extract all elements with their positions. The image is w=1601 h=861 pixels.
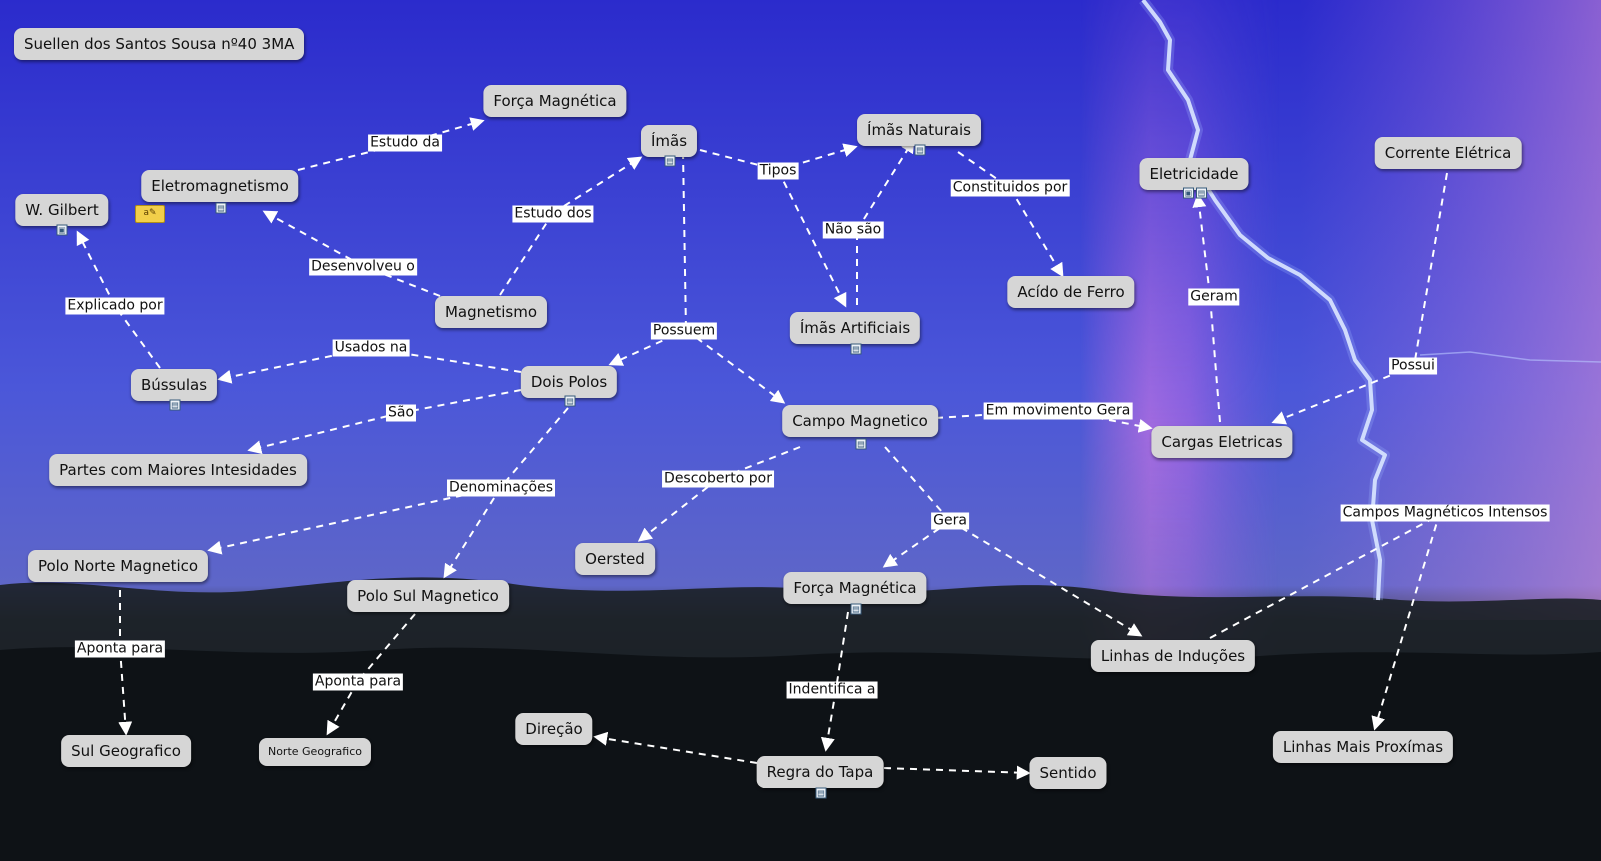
link-possui: Possui [1389, 357, 1437, 375]
node-bussulas[interactable]: Bússulas [130, 369, 218, 401]
image-icon: ▣ [1183, 187, 1194, 199]
image-icon: ▣ [56, 224, 68, 236]
link-aponta-para-norte: Aponta para [74, 640, 166, 658]
link-estudo-dos: Estudo dos [512, 205, 594, 223]
node-oersted[interactable]: Oersted [575, 543, 655, 575]
node-imas-naturais[interactable]: Ímãs Naturais [857, 114, 981, 146]
link-geram: Geram [1188, 288, 1240, 306]
resource-icon-campo-magnetico[interactable]: ▤ [855, 438, 867, 450]
node-polo-norte-magnetico[interactable]: Polo Norte Magnetico [27, 550, 209, 582]
node-polo-sul-magnetico[interactable]: Polo Sul Magnetico [347, 580, 509, 612]
node-linhas-mais-proximas[interactable]: Linhas Mais Proxímas [1272, 731, 1454, 763]
link-possuem: Possuem [650, 322, 718, 340]
node-eletricidade[interactable]: Eletricidade [1139, 158, 1249, 190]
resource-icon-dois-polos[interactable]: ▤ [564, 395, 576, 407]
node-eletromagnetismo[interactable]: Eletromagnetismo [141, 170, 299, 202]
resource-icon-forca-magnetica[interactable]: ▤ [850, 603, 862, 615]
resource-icon-eletromagnetismo[interactable]: ▤ [215, 202, 227, 214]
document-icon: ▤ [169, 399, 181, 411]
note-icon[interactable]: a✎ [135, 205, 165, 223]
link-desenvolveu-o: Desenvolveu o [309, 258, 417, 276]
document-icon: ▤ [855, 438, 867, 450]
node-linhas-de-inducoes[interactable]: Linhas de Induções [1090, 640, 1256, 672]
resource-icon-w-gilbert[interactable]: ▣ [56, 224, 68, 236]
node-forca-magnetica-bottom[interactable]: Força Magnética [783, 572, 927, 604]
resource-icon-imas[interactable]: ▤ [664, 155, 676, 167]
link-descoberto-por: Descoberto por [662, 470, 774, 488]
node-sul-geografico[interactable]: Sul Geografico [61, 735, 191, 767]
resource-icon-regra-do-tapa[interactable]: ▤ [815, 787, 827, 799]
link-nao-sao: Não são [822, 221, 884, 239]
link-estudo-da: Estudo da [368, 134, 442, 152]
resource-icon-bussulas[interactable]: ▤ [169, 399, 181, 411]
resource-icon-eletricidade[interactable]: ▣▤ [1183, 187, 1207, 199]
link-denominacoes: Denominações [447, 479, 555, 497]
document-icon: ▤ [564, 395, 576, 407]
author-title[interactable]: Suellen dos Santos Sousa nº40 3MA [14, 28, 305, 60]
node-imas-artificiais[interactable]: Ímãs Artificiais [789, 312, 921, 344]
link-campos-magneticos-intensos: Campos Magnéticos Intensos [1340, 504, 1550, 522]
link-tipos: Tipos [757, 162, 799, 180]
resource-icon-imas-artificiais[interactable]: ▤ [850, 343, 862, 355]
node-corrente-eletrica[interactable]: Corrente Elétrica [1374, 137, 1522, 169]
document-icon: ▤ [850, 603, 862, 615]
link-indentifica-a: Indentifica a [786, 681, 878, 699]
node-norte-geografico[interactable]: Norte Geografico [258, 738, 372, 766]
link-explicado-por: Explicado por [65, 297, 165, 315]
node-regra-do-tapa[interactable]: Regra do Tapa [756, 756, 884, 788]
document-icon: ▤ [1196, 187, 1207, 199]
node-dois-polos[interactable]: Dois Polos [520, 366, 618, 398]
link-aponta-para-sul: Aponta para [312, 673, 404, 691]
node-campo-magnetico[interactable]: Campo Magnetico [782, 405, 938, 437]
document-icon: ▤ [914, 144, 926, 156]
link-constituidos-por: Constituidos por [950, 179, 1070, 197]
link-usados-na: Usados na [332, 339, 410, 357]
node-cargas-eletricas[interactable]: Cargas Eletricas [1151, 426, 1293, 458]
document-icon: ▤ [815, 787, 827, 799]
document-icon: ▤ [215, 202, 227, 214]
resource-icon-imas-naturais[interactable]: ▤ [914, 144, 926, 156]
node-sentido[interactable]: Sentido [1029, 757, 1107, 789]
node-forca-magnetica-top[interactable]: Força Magnética [483, 85, 627, 117]
node-magnetismo[interactable]: Magnetismo [434, 296, 548, 328]
node-partes-maiores-intensidades[interactable]: Partes com Maiores Intesidades [49, 454, 307, 486]
node-direcao[interactable]: Direção [515, 713, 593, 745]
node-w-gilbert[interactable]: W. Gilbert [15, 194, 109, 226]
link-gera: Gera [931, 512, 969, 530]
node-imas[interactable]: Ímãs [640, 125, 698, 157]
document-icon: ▤ [850, 343, 862, 355]
link-sao: São [385, 404, 417, 422]
node-acido-de-ferro[interactable]: Acído de Ferro [1007, 276, 1135, 308]
document-icon: ▤ [664, 155, 676, 167]
link-em-movimento-gera: Em movimento Gera [983, 402, 1133, 420]
